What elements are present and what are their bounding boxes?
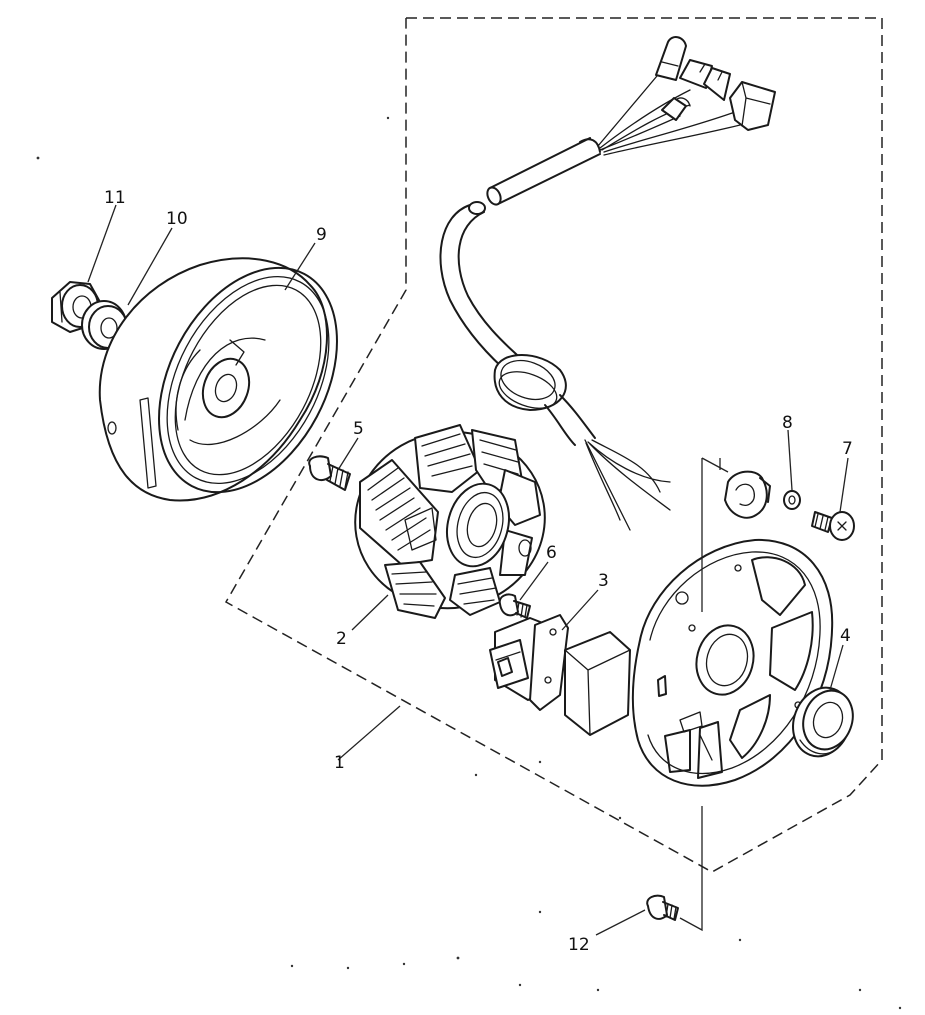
callout-4: 4 — [840, 626, 851, 646]
oil-seal-part — [792, 686, 854, 758]
stator-assembly-boundary — [224, 17, 883, 873]
screw-part-6 — [498, 593, 531, 619]
callout-3: 3 — [598, 571, 609, 591]
stator-plate-part — [631, 538, 834, 787]
callout-6: 6 — [546, 543, 557, 563]
screw-part-7 — [811, 511, 855, 541]
lead-clamp — [724, 470, 771, 519]
screw-part-12 — [646, 894, 679, 921]
callout-8: 8 — [782, 413, 793, 433]
scan-specks — [36, 116, 902, 1010]
callout-2: 2 — [336, 629, 347, 649]
rotor-flywheel-part — [98, 257, 338, 502]
callout-10: 10 — [166, 209, 188, 229]
callout-11: 11 — [104, 188, 126, 208]
wire-harness — [439, 36, 776, 531]
callout-9: 9 — [316, 225, 327, 245]
callout-7: 7 — [842, 439, 853, 459]
pickup-coil-part — [489, 614, 631, 736]
callout-12: 12 — [568, 935, 590, 955]
lock-washer-part — [783, 490, 801, 510]
callout-labels: 11 10 9 5 2 6 3 4 7 8 1 12 — [104, 188, 853, 955]
screw-part-5 — [308, 455, 351, 491]
callout-5: 5 — [353, 419, 364, 439]
callout-1: 1 — [334, 753, 345, 773]
leader-lines — [87, 204, 849, 936]
stator-coil-part — [354, 424, 546, 619]
